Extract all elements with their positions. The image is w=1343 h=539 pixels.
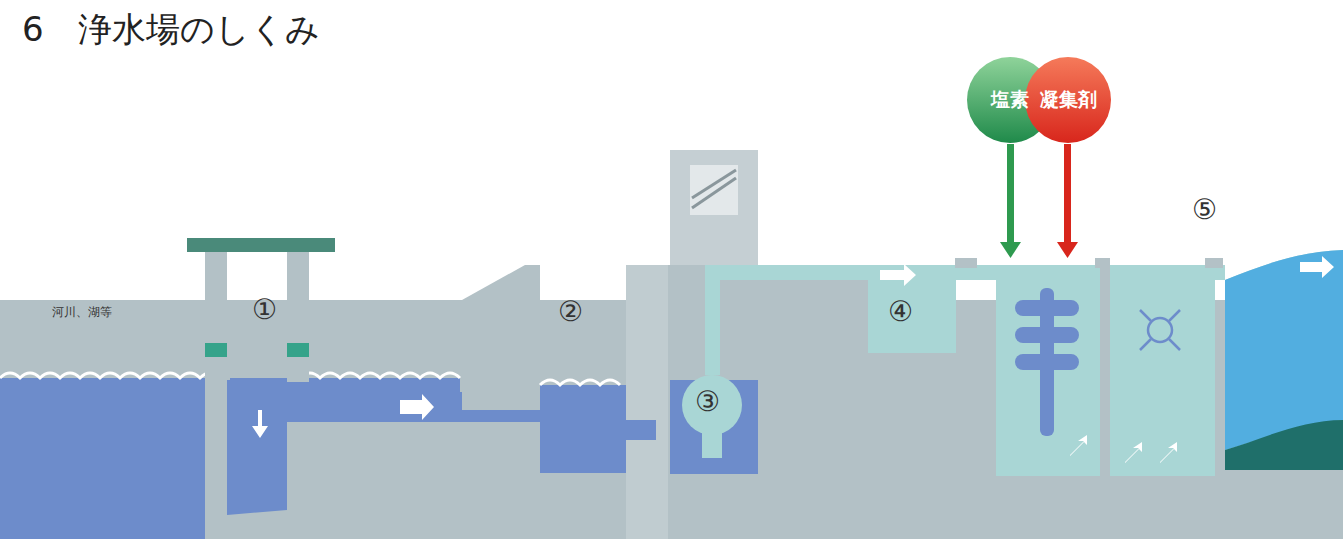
motor-shaft bbox=[692, 170, 736, 198]
pump-pipe bbox=[626, 420, 656, 440]
callout-number: ⑤ bbox=[1192, 196, 1217, 224]
coagulant-dosing-line bbox=[1064, 144, 1071, 244]
pump-building bbox=[626, 265, 868, 539]
flocculation-tank bbox=[1110, 265, 1215, 476]
flocculator bbox=[1140, 310, 1180, 350]
receiving-well bbox=[868, 265, 956, 353]
flow-arrows bbox=[1070, 435, 1177, 463]
pump bbox=[682, 375, 742, 435]
node-text: 塩素 bbox=[991, 87, 1029, 113]
callout-number: ① bbox=[252, 296, 277, 324]
tower-pillar bbox=[287, 252, 309, 382]
chlorine-dosing-line bbox=[1007, 144, 1014, 244]
outlet-sediment bbox=[1225, 420, 1343, 470]
title: 6 浄水場のしくみ bbox=[22, 12, 320, 46]
wave bbox=[540, 380, 620, 385]
wave bbox=[0, 373, 220, 378]
motor-housing bbox=[670, 150, 758, 265]
tower-gate bbox=[205, 343, 227, 357]
chlorine-arrowhead bbox=[1000, 242, 1021, 258]
coagulant-arrowhead bbox=[1057, 242, 1078, 258]
motor bbox=[690, 165, 738, 215]
node-text: 凝集剤 bbox=[1040, 87, 1097, 113]
area-label: 河川、湖等 bbox=[52, 306, 112, 318]
wave bbox=[300, 373, 460, 378]
pump-building-wall bbox=[626, 265, 668, 539]
callout-number: ② bbox=[558, 298, 583, 326]
callout-number: ④ bbox=[888, 298, 913, 326]
callout-number: ③ bbox=[695, 388, 720, 416]
tower-gate bbox=[287, 343, 309, 357]
tank-divider bbox=[1205, 258, 1223, 268]
outlet-channel bbox=[1225, 250, 1343, 539]
flow-arrow bbox=[400, 394, 434, 420]
coagulant-node: 凝集剤 bbox=[1025, 57, 1111, 143]
mixer-blade bbox=[1015, 354, 1079, 370]
flow-arrow bbox=[1300, 256, 1334, 278]
ground bbox=[1225, 470, 1343, 539]
flow-arrow bbox=[252, 410, 268, 438]
mixer-blade bbox=[1015, 327, 1079, 343]
dosing-port bbox=[955, 258, 977, 268]
mixing-tank bbox=[996, 265, 1100, 476]
flow-arrow bbox=[880, 264, 916, 286]
coagulant-circle bbox=[1025, 57, 1111, 143]
outlet-water bbox=[1225, 250, 1343, 450]
tower-roof bbox=[187, 238, 335, 252]
weir bbox=[462, 265, 540, 410]
tank-divider bbox=[1100, 265, 1110, 476]
pump-inlet bbox=[702, 430, 722, 458]
grit-basin bbox=[540, 385, 626, 473]
river-water bbox=[0, 378, 210, 539]
tower-pillar bbox=[205, 252, 227, 539]
tower-well bbox=[227, 380, 287, 515]
mixer-blade bbox=[1015, 300, 1079, 316]
